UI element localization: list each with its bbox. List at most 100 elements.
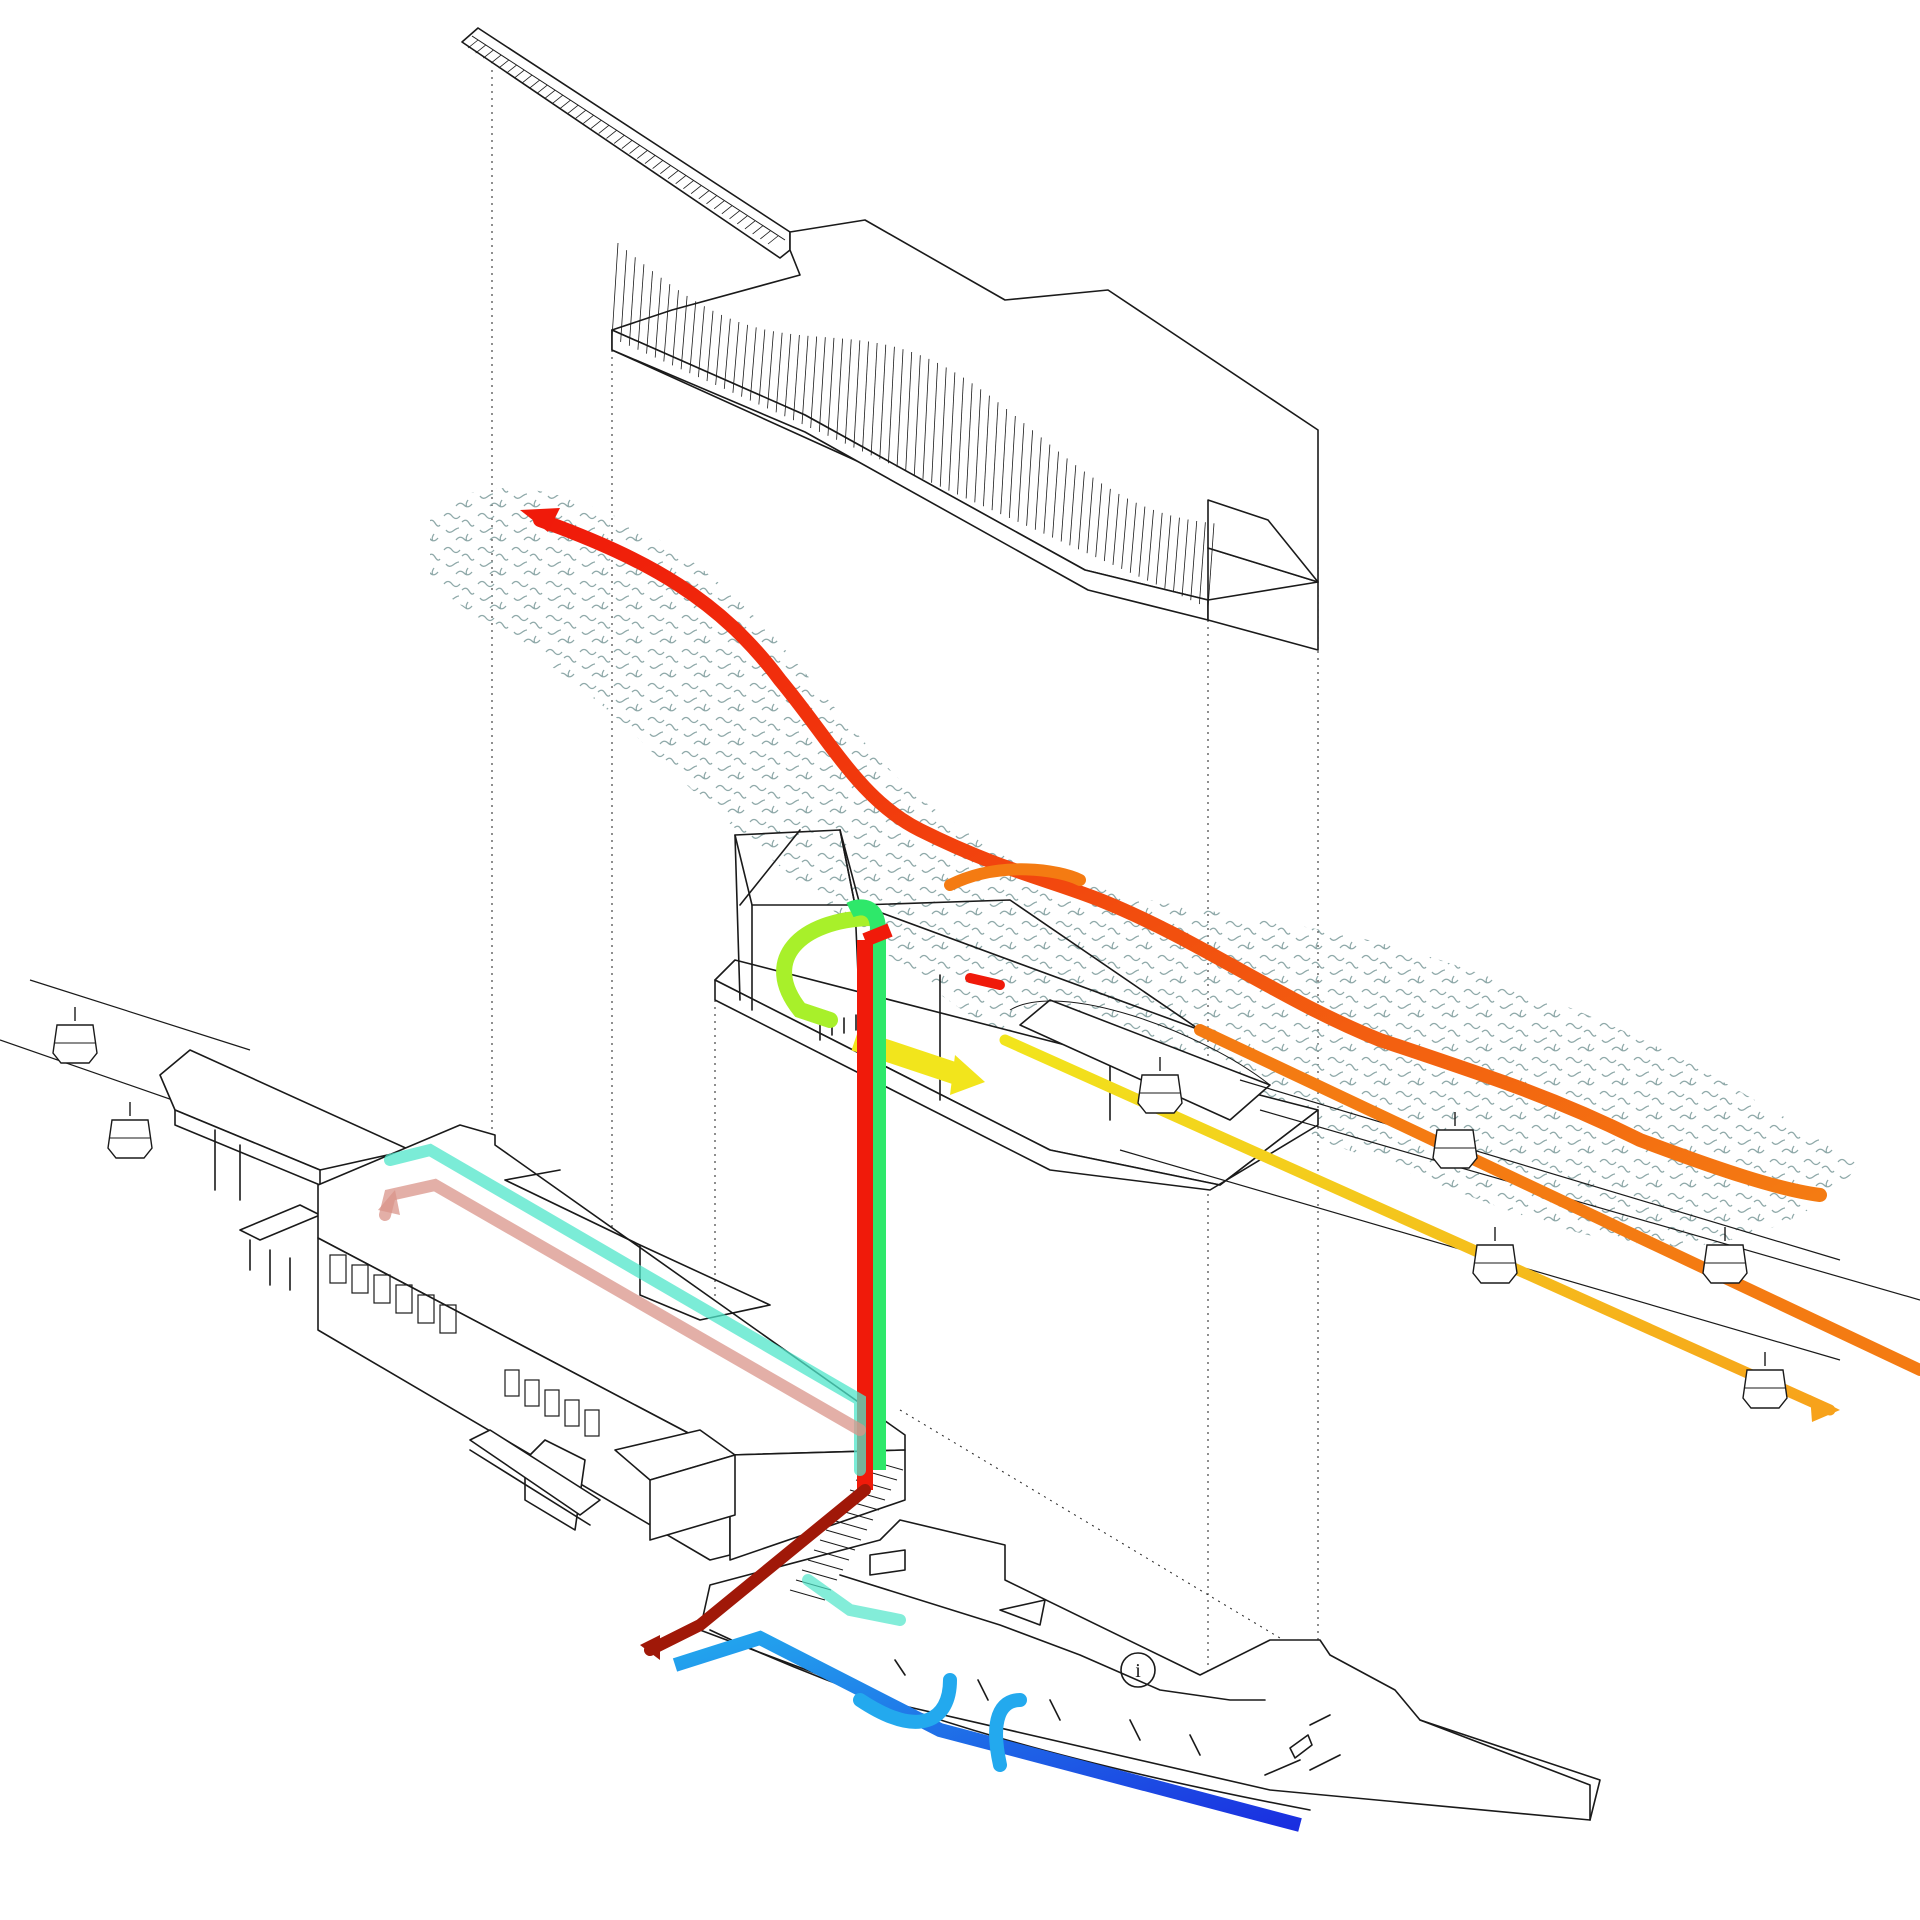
roof-slat	[1017, 423, 1025, 522]
roof-slat	[1052, 451, 1059, 538]
roof-slat	[611, 242, 619, 339]
roof-slat	[767, 235, 779, 245]
roof-slat	[706, 195, 717, 205]
roof-slats	[467, 39, 1215, 609]
roof-slat	[654, 277, 662, 358]
flow-arrow-gondola-out	[1194, 1024, 1920, 1376]
roof-slat	[683, 180, 694, 190]
roof-slat	[801, 335, 809, 425]
roof-slat	[965, 383, 973, 499]
roof-slat	[991, 402, 999, 511]
info-sign-icon	[1120, 1652, 1156, 1688]
roof-slat	[636, 150, 648, 159]
roof-slat	[853, 340, 861, 448]
window	[504, 1369, 520, 1397]
gondola-cabin-icon	[1742, 1352, 1788, 1409]
roof-slat	[706, 310, 714, 382]
roof-slat	[732, 321, 740, 393]
roof-slat	[784, 333, 792, 417]
flow-arrow-upper-route	[533, 513, 1827, 1202]
gondola-cabins	[52, 1007, 1788, 1409]
stair-step	[789, 1589, 826, 1601]
flow-arrow-stair-cyan	[802, 1574, 906, 1626]
roof-slat	[529, 79, 540, 89]
stair-step	[831, 1519, 868, 1531]
roof-slat	[1069, 465, 1077, 546]
roof-slat	[590, 120, 602, 129]
gondola-cabin-icon	[107, 1102, 153, 1159]
roof-slat	[583, 115, 594, 124]
roof-slat	[723, 318, 731, 389]
flow-arrow-upper-head	[520, 508, 560, 532]
roof-slat	[1147, 509, 1154, 581]
roof-slat	[870, 342, 878, 456]
window	[395, 1284, 413, 1314]
roof-slat	[752, 225, 763, 235]
window	[373, 1274, 391, 1304]
stair-step	[819, 1539, 856, 1551]
roof-slat	[1190, 520, 1198, 601]
roof-slat	[888, 346, 895, 464]
roof-slat	[663, 284, 671, 362]
roof-slat	[536, 84, 548, 94]
roof-slat	[598, 125, 610, 134]
roof-slat	[567, 105, 579, 114]
roof-slat	[1086, 477, 1094, 554]
roof-slat	[749, 327, 757, 401]
roof-slat	[715, 314, 723, 385]
roof-slat	[1034, 437, 1042, 530]
roof-slat	[621, 140, 633, 149]
roof-slat	[957, 377, 964, 495]
roof-slat	[628, 257, 636, 346]
roof-slat	[697, 306, 705, 378]
roof-slat	[1164, 515, 1172, 589]
window	[351, 1264, 369, 1294]
roof-slat	[713, 200, 725, 210]
roof-slat	[844, 339, 852, 444]
roof-slat	[552, 94, 563, 104]
roof-slat	[660, 165, 671, 174]
roof-slat	[698, 190, 710, 200]
window	[417, 1294, 435, 1324]
roof-slat	[667, 170, 679, 179]
roof-slat	[913, 355, 921, 475]
roof-slat	[1000, 409, 1008, 515]
roof-slat	[741, 324, 748, 397]
roof-slat	[1207, 523, 1215, 609]
flow-arrow-exit-darkred	[644, 1484, 871, 1656]
roof-slat	[775, 332, 783, 413]
roof-slat	[560, 99, 571, 109]
stair-step	[801, 1569, 838, 1581]
roof-slat	[792, 334, 800, 421]
gondola-cabin-icon	[1702, 1227, 1748, 1284]
roof-slat	[896, 349, 904, 468]
roof-slat	[629, 145, 640, 154]
window	[524, 1379, 540, 1407]
roof-slat	[810, 336, 818, 429]
roof-slat	[498, 59, 510, 69]
flow-arrow-platform-exit-head	[950, 1055, 985, 1095]
roof-slat	[652, 160, 663, 169]
window	[584, 1409, 600, 1437]
roof-slat	[1181, 519, 1189, 597]
roof-slat	[1155, 512, 1163, 585]
flow-arrow-roof-salmon-head	[378, 1190, 400, 1215]
roof-slat	[729, 210, 740, 220]
roof-slat	[974, 389, 982, 503]
roof-slat	[689, 301, 697, 374]
flow-arrow-ground-route	[672, 1630, 1302, 1832]
gondola-cabin-icon	[1137, 1057, 1183, 1114]
roof-slat	[513, 69, 525, 79]
flow-arrow-platform-return	[965, 973, 1005, 990]
roof-slat	[1138, 506, 1146, 577]
flow-arrow-vertical-red-top	[862, 923, 893, 947]
roof-slat	[760, 230, 771, 240]
info-sign-label: i	[1135, 1660, 1141, 1682]
roof-slat	[939, 367, 947, 487]
roof-slat	[675, 175, 686, 185]
roof-slat	[506, 64, 517, 74]
gondola-cabin-icon	[1432, 1112, 1478, 1169]
gondola-cabin-icon	[1472, 1227, 1518, 1284]
roof-slat	[1026, 430, 1034, 526]
